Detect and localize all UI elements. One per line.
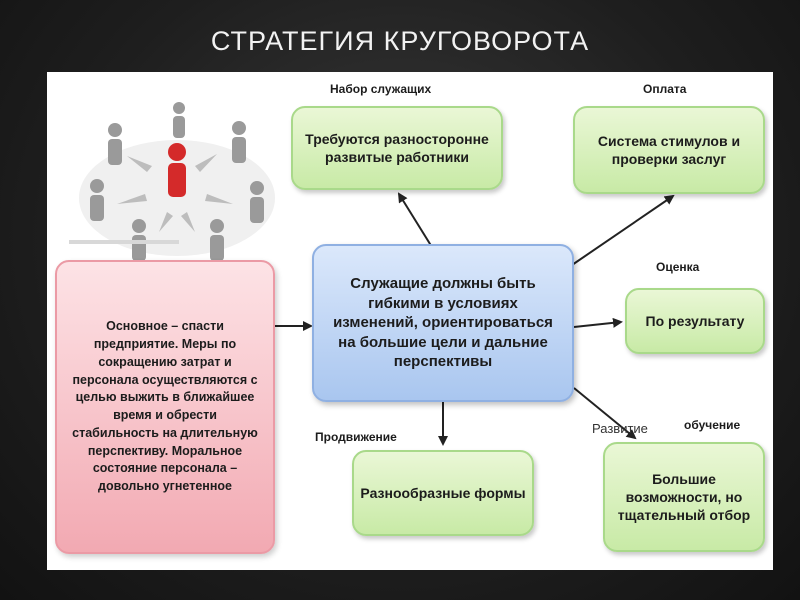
box-evaluation: По результату [625, 288, 765, 354]
arrow-to-pay [571, 194, 675, 266]
box-left-text: Основное – спасти предприятие. Меры по с… [72, 319, 258, 493]
label-development: Развитие [592, 421, 648, 436]
box-development: Большие возможности, но тщательный отбор [603, 442, 765, 552]
box-center-text: Служащие должны быть гибкими в условиях … [333, 275, 553, 371]
box-center: Служащие должны быть гибкими в условиях … [312, 244, 574, 402]
people-network-illustration [79, 102, 275, 261]
box-pay: Система стимулов и проверки заслуг [573, 106, 765, 194]
label-hiring: Набор служащих [330, 82, 432, 96]
box-evaluation-text: По результату [645, 312, 745, 329]
label-evaluation: Оценка [656, 260, 700, 274]
box-left: Основное – спасти предприятие. Меры по с… [55, 260, 275, 554]
label-promotion: Продвижение [315, 430, 397, 444]
arrow-to-hiring [397, 192, 436, 253]
box-hiring: Требуются разносторонне развитые работни… [291, 106, 503, 190]
slide-title: СТРАТЕГИЯ КРУГОВОРОТА [210, 26, 590, 56]
illustration-caption [69, 240, 179, 244]
box-promotion: Разнообразные формы [352, 450, 534, 536]
arrow-to-development [573, 387, 637, 440]
connectors [275, 192, 675, 446]
box-pay-text: Система стимулов и проверки заслуг [597, 132, 741, 167]
label-training: обучение [684, 418, 741, 432]
box-promotion-text: Разнообразные формы [360, 484, 526, 501]
box-development-text: Большие возможности, но тщательный отбор [617, 470, 751, 524]
label-pay: Оплата [643, 82, 687, 96]
box-hiring-text: Требуются разносторонне развитые работни… [305, 130, 489, 165]
diagram-canvas: Набор служащих Оплата Оценка Продвижение… [47, 72, 773, 570]
arrow-to-evaluation [573, 317, 623, 328]
